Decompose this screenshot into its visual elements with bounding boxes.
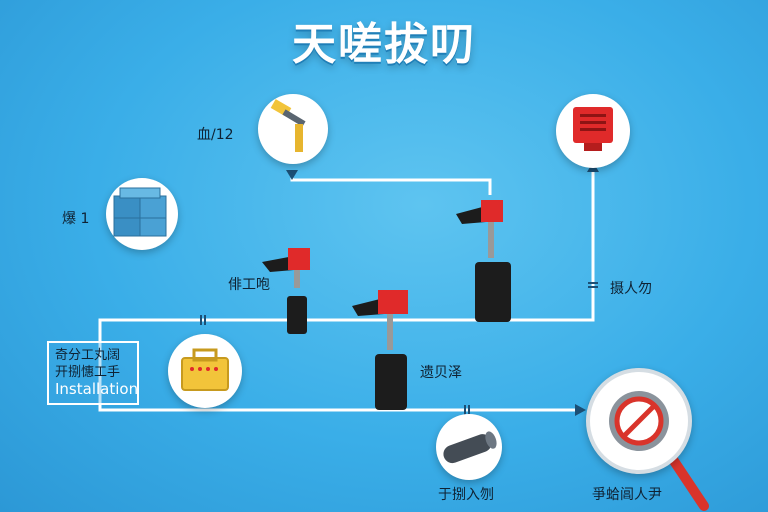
blocks-label: 爆 1 [62,211,90,227]
pipe-roll-icon [436,414,502,480]
no-entry-gear-icon [586,368,692,474]
arrow-right-gear [575,404,586,416]
diagram-title: 天嗟拔叨 [292,19,476,70]
valve-actuator-icon [262,248,310,334]
valve-actuator-icon [456,200,511,322]
installation-box: 奇分工丸阔 开捌憓工手 Installation [47,341,139,405]
toolbox-icon [168,334,242,408]
stacked-blocks-icon [106,178,178,250]
install-line-1: 奇分工丸阔 [55,348,121,363]
center-cylinder-label: 遗贝泽 [420,365,462,381]
install-line-3: Installation [55,380,139,398]
arrow-down-top-tool [286,170,298,180]
wrench-tool-icon [258,94,328,164]
tool-left-label: 俳工咆 [228,277,270,293]
valve-actuator-icon [352,290,408,410]
bottom-left-label: 于捌入刎 [438,487,494,503]
bottom-right-label: 爭蛤阊人尹 [592,487,662,503]
install-line-2: 开捌憓工手 [55,365,121,380]
right-mid-label: 摄人勿 [610,281,652,297]
top-tool-label: 血/12 [197,127,234,143]
fire-alarm-icon [556,94,630,168]
